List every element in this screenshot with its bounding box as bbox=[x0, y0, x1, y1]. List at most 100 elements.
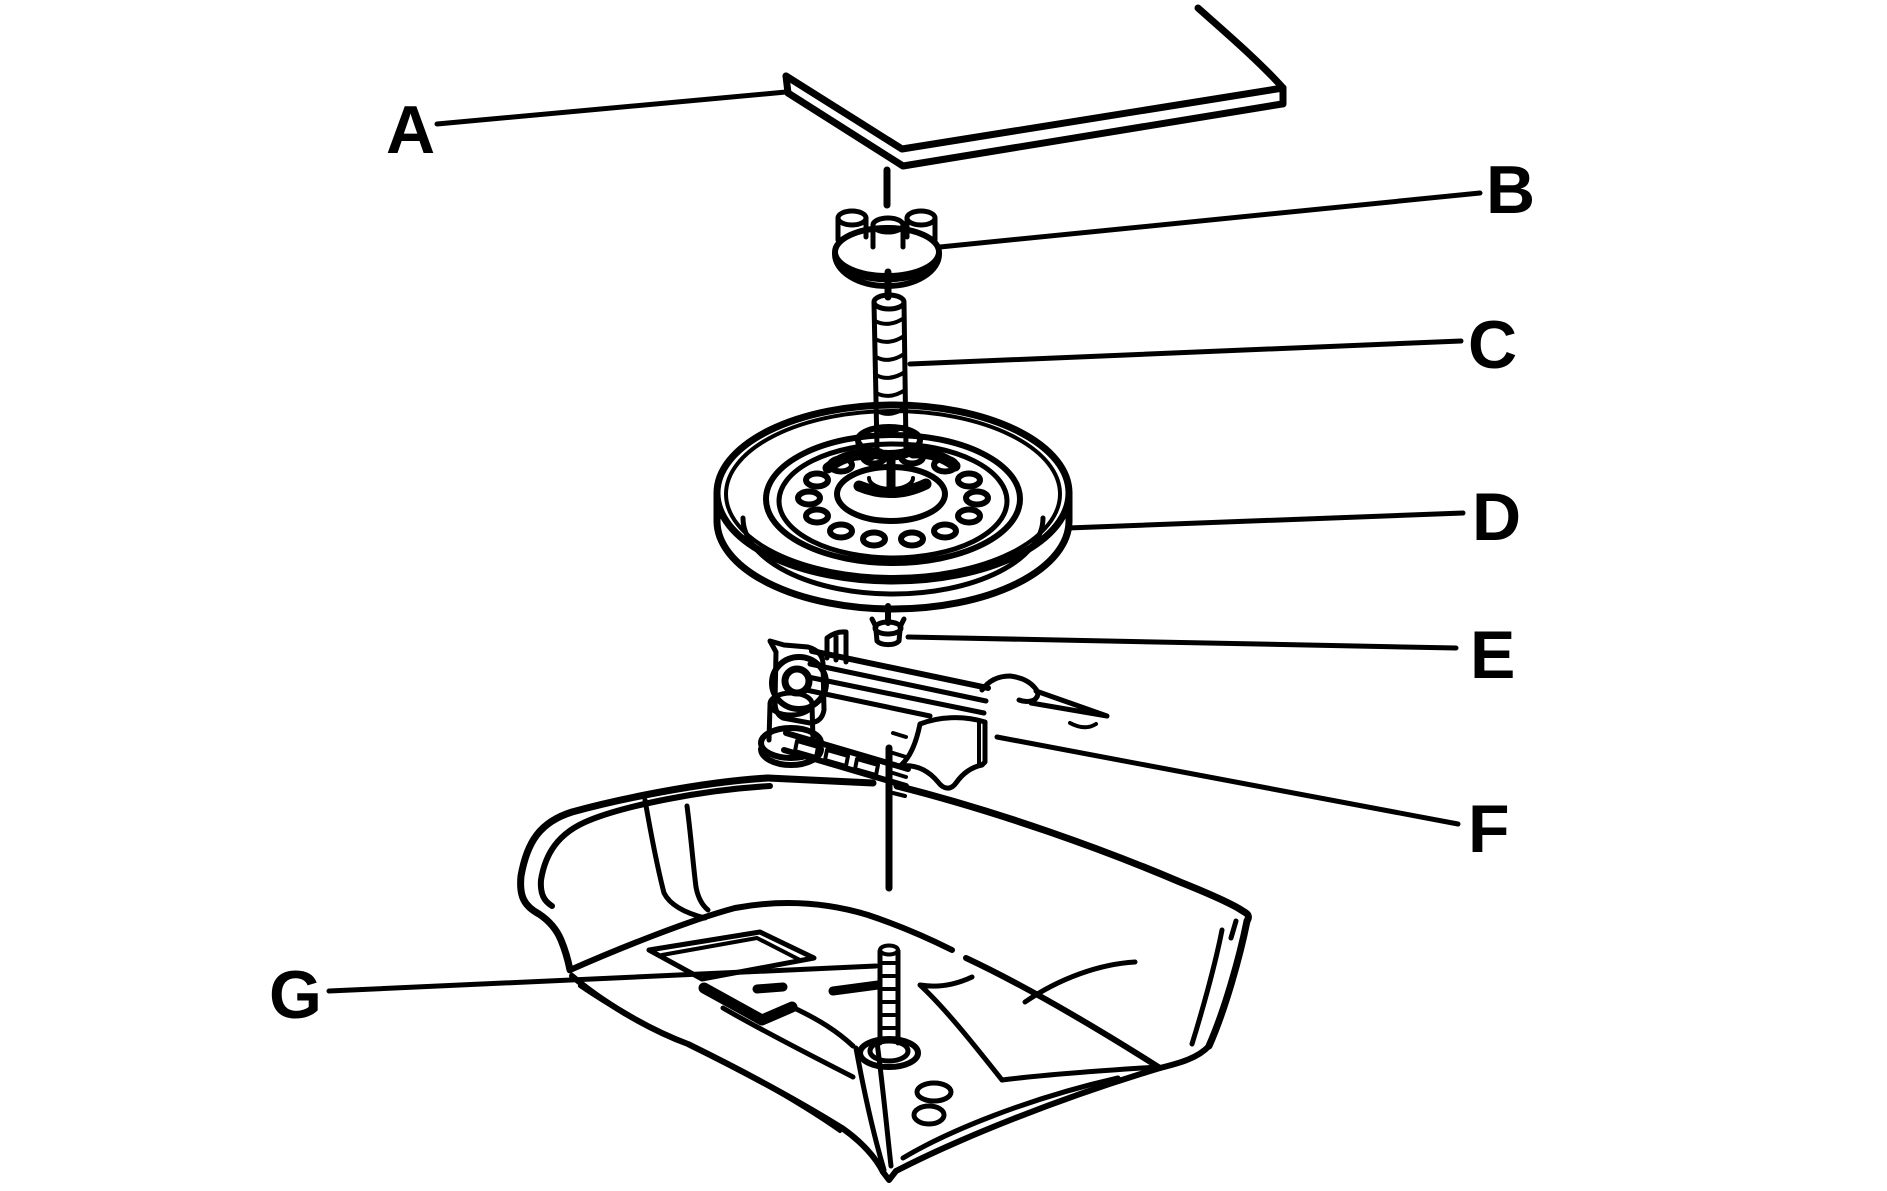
stud-top-cap bbox=[878, 943, 900, 957]
retainer-body-rim bbox=[836, 261, 938, 283]
jack-pad-spike bbox=[1028, 688, 1110, 719]
floor-right-contour-a bbox=[1022, 959, 1138, 1005]
floor-seam-line bbox=[789, 1004, 856, 1049]
callout-label-e: E bbox=[1470, 617, 1515, 693]
jack-rib-block bbox=[824, 629, 849, 665]
callout-label-f: F bbox=[1468, 791, 1510, 867]
vent-hole bbox=[827, 521, 855, 541]
leader-line-e bbox=[905, 634, 1459, 651]
retaining-nut bbox=[869, 616, 907, 648]
floor-right-contour-b bbox=[999, 1064, 1161, 1083]
callout-label-d: D bbox=[1472, 479, 1521, 555]
tire-bottom-arc bbox=[713, 517, 1073, 613]
jack-arm-rib1 bbox=[807, 661, 989, 704]
floor-oval-hole bbox=[911, 1103, 947, 1127]
jack-arm-rib2 bbox=[805, 674, 987, 716]
tub-bottom-v-seam bbox=[880, 1168, 899, 1183]
leader-line-c bbox=[907, 338, 1464, 367]
rod-thread-tick bbox=[891, 791, 907, 798]
tub-rim-right bbox=[764, 774, 1252, 925]
rod-thread-tick bbox=[891, 731, 908, 739]
vent-hole bbox=[803, 506, 831, 526]
floor-ridge-inner bbox=[660, 936, 802, 962]
jack-assembly bbox=[758, 629, 1110, 791]
floor-dark-chevron bbox=[698, 982, 798, 1026]
anchor-stud bbox=[857, 943, 921, 1070]
jack-pad-curl bbox=[1068, 721, 1098, 730]
hub-plate-ellipse bbox=[834, 464, 948, 524]
rim-inner-ellipse bbox=[776, 441, 1010, 561]
panel-top-edge bbox=[782, 72, 1287, 153]
thread-line bbox=[874, 388, 907, 398]
tub-bottom-right-inner bbox=[900, 1075, 1121, 1161]
thread-line bbox=[873, 334, 906, 344]
rod-thread-tick bbox=[891, 771, 908, 779]
thread-line bbox=[873, 316, 906, 326]
panel-left-cap bbox=[782, 72, 792, 97]
tub-back-rim-inner bbox=[537, 783, 773, 909]
hub-wedge-bottom bbox=[853, 478, 932, 499]
jack-rail-hole bbox=[793, 739, 820, 759]
stud-base-ring bbox=[857, 1036, 921, 1070]
tire-outer-inner-line bbox=[724, 409, 1062, 579]
tub-front-wall-top-edge bbox=[567, 899, 1163, 1071]
nut-top-ellipse bbox=[872, 619, 904, 637]
leader-lines bbox=[326, 89, 1483, 994]
rim-flange-ellipse bbox=[763, 432, 1023, 566]
tub-corner-crease-a bbox=[853, 1045, 887, 1173]
callout-labels: A B C D E F G bbox=[269, 92, 1535, 1033]
jack-rail-hole bbox=[823, 748, 850, 768]
jack-rail-bottom bbox=[781, 747, 909, 789]
tub-bottom-right-edge bbox=[893, 1065, 1163, 1174]
rod-thread-tick bbox=[891, 751, 908, 759]
rod-top-cap bbox=[871, 292, 907, 312]
tread-bottom-line bbox=[740, 515, 1046, 597]
rod-right-edge bbox=[901, 300, 909, 451]
retainer-knob bbox=[832, 208, 942, 289]
callout-label-g: G bbox=[269, 957, 322, 1033]
nut-body bbox=[873, 627, 903, 648]
vent-hole bbox=[860, 529, 888, 549]
spare-wheel bbox=[713, 401, 1073, 613]
leader-line-b bbox=[937, 190, 1483, 250]
tub-right-wall-outer bbox=[1205, 917, 1251, 1050]
thread-line bbox=[874, 352, 906, 362]
vent-hole bbox=[955, 506, 983, 526]
tub-inner-wall-contour-b bbox=[684, 803, 711, 913]
floor-ridge-outer bbox=[646, 929, 817, 982]
floor-oval-hole bbox=[914, 1080, 954, 1104]
callout-label-c: C bbox=[1468, 307, 1517, 383]
vent-hole bbox=[963, 488, 991, 508]
tub-right-wall-inner bbox=[1189, 918, 1239, 1047]
hub-wedge-right bbox=[907, 447, 961, 472]
tub-right-bottom-corner bbox=[1157, 1043, 1212, 1071]
thread-line bbox=[874, 370, 907, 380]
floor-ramp-line bbox=[720, 1005, 856, 1080]
jack-rail-hole bbox=[853, 757, 880, 777]
trunk-well-tub bbox=[517, 774, 1252, 1183]
callout-label-b: B bbox=[1486, 152, 1535, 228]
jack-arm-top bbox=[809, 648, 991, 691]
panel-bottom-edge bbox=[784, 89, 1286, 170]
leader-line-g bbox=[326, 963, 879, 994]
jack-arm-bottom bbox=[803, 687, 933, 719]
tub-inner-wall-contour-a bbox=[642, 797, 708, 921]
leader-line-a bbox=[434, 89, 789, 127]
vent-hole bbox=[795, 488, 823, 508]
floor-dark-dash-b bbox=[828, 980, 883, 996]
vent-hole bbox=[803, 470, 831, 490]
vent-hole bbox=[898, 529, 926, 549]
vent-hole bbox=[955, 470, 983, 490]
leader-line-f bbox=[994, 734, 1461, 827]
vent-hole bbox=[931, 521, 959, 541]
floor-y-ridge bbox=[917, 974, 1005, 1083]
callout-label-a: A bbox=[386, 92, 435, 168]
hub-wedge-left bbox=[822, 449, 877, 474]
retainer-lug-right bbox=[904, 208, 938, 228]
floor-dark-dash-a bbox=[752, 982, 788, 994]
leader-line-d bbox=[1065, 510, 1466, 531]
tub-front-wall-inner-line bbox=[578, 984, 842, 1133]
cover-panel bbox=[782, 4, 1287, 170]
